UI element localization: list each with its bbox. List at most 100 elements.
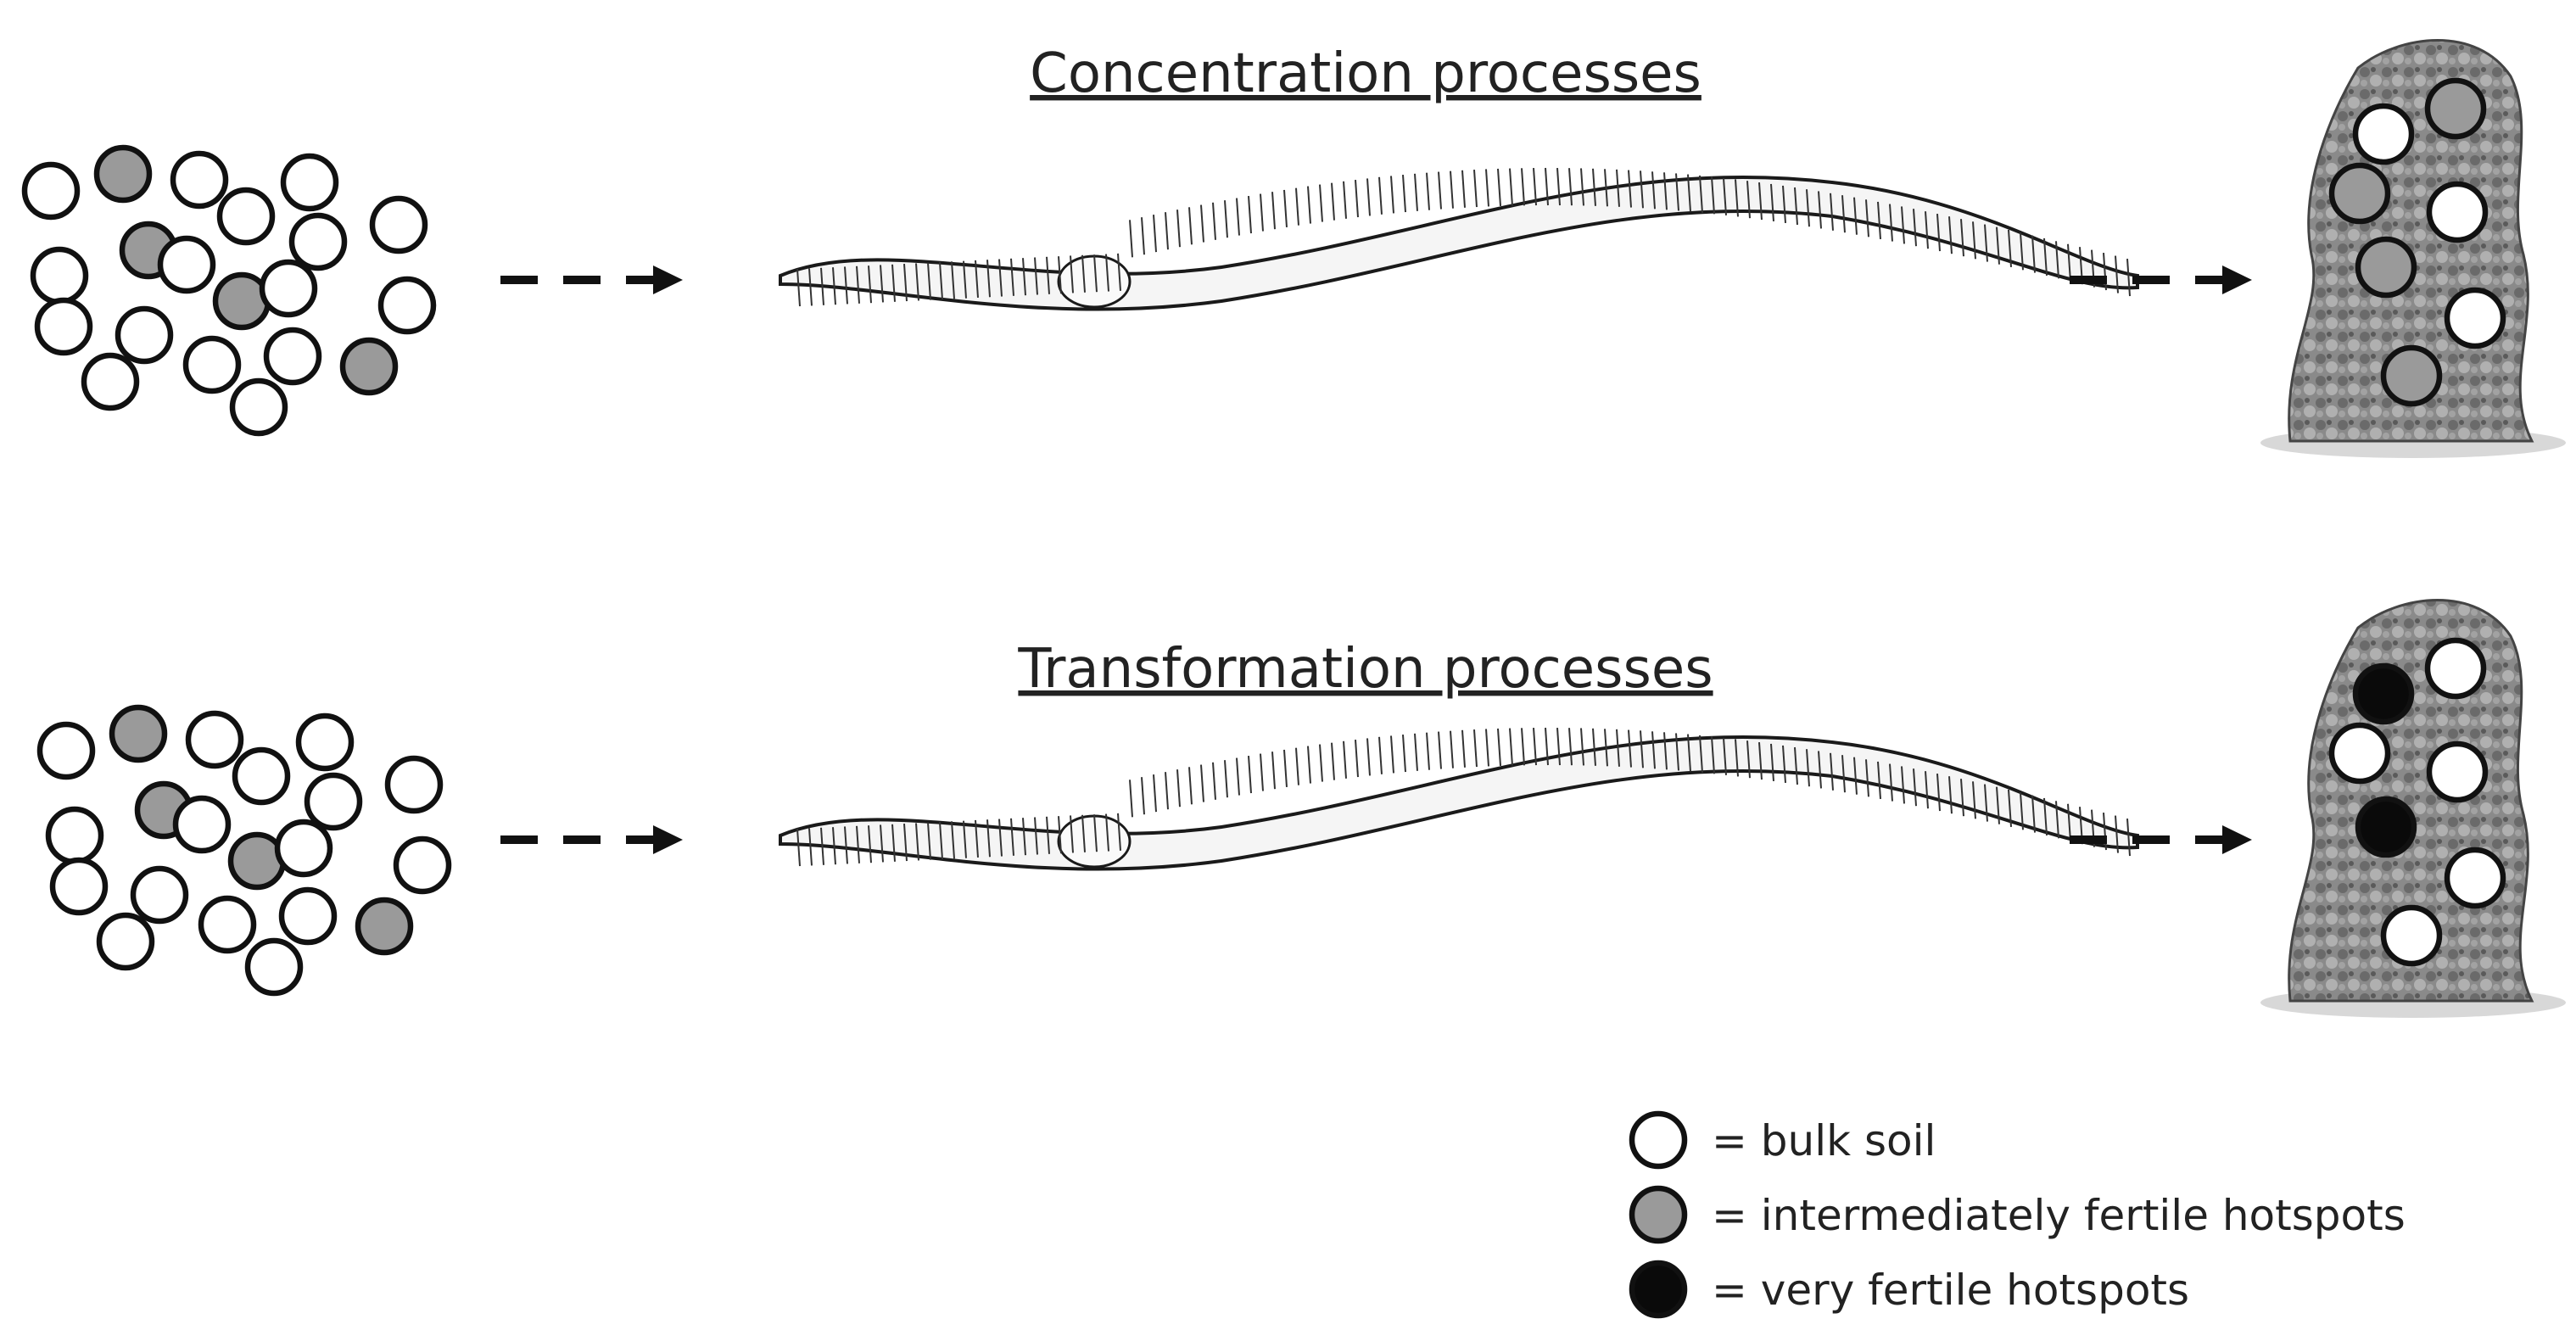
intermediate-particle (109, 704, 168, 763)
worm-segment (1651, 171, 1656, 210)
worm-segment (1034, 257, 1038, 295)
worm-segment (1699, 175, 1703, 213)
worm-segment (1426, 172, 1430, 210)
worm-segment (1580, 728, 1584, 766)
worm-segment (1200, 764, 1204, 802)
worm-segment (986, 260, 991, 298)
worm-segment (796, 269, 801, 307)
legend-label-very-fertile: = very fertile hotspots (1712, 1266, 2189, 1315)
worm-segment (1034, 817, 1038, 855)
worm-segment (808, 828, 813, 866)
worm-segment (1853, 757, 1858, 795)
worm-segment (1616, 729, 1620, 767)
worm-segment (2043, 797, 2048, 836)
bulk-particle (2328, 722, 2391, 785)
worm-segment (939, 261, 943, 300)
worm-segment (1877, 201, 1881, 239)
intermediate-particle (339, 337, 399, 396)
legend-label-bulk-soil: = bulk soil (1712, 1116, 1936, 1165)
worm-segment (1461, 729, 1466, 768)
worm-segment (1984, 224, 1988, 262)
worm-segment (2031, 795, 2036, 833)
worm-segment (2115, 255, 2119, 293)
worm-segment (1153, 215, 1157, 253)
worm-segment (1200, 204, 1204, 243)
worm-segment (1283, 749, 1288, 787)
bulk-particle (30, 246, 89, 305)
worm-segment (1782, 185, 1786, 223)
worm-segment (1260, 193, 1264, 232)
intermediate-particle (93, 144, 153, 204)
worm-segment (1402, 734, 1406, 773)
worm-segment (856, 825, 860, 863)
worm-segment (1212, 762, 1216, 800)
bulk-particle (2380, 904, 2443, 967)
worm-segment (796, 829, 801, 867)
worm-segment (1925, 771, 1929, 809)
worm-segment (1830, 752, 1834, 791)
worm-segment (1889, 763, 1893, 802)
worm-segment (1913, 768, 1917, 807)
worm-segment (880, 824, 884, 863)
worm-segment (1414, 173, 1418, 211)
worm-segment (1509, 728, 1513, 766)
worm-segment (1224, 760, 1228, 798)
worm-segment (868, 825, 872, 863)
bulk-particle (274, 819, 333, 878)
worm-segment (2115, 815, 2119, 853)
worm-segment (1438, 731, 1442, 769)
worm-segment (1616, 169, 1620, 207)
worm-segment (1260, 753, 1264, 791)
worm-segment (1331, 742, 1335, 780)
worm-segment (1188, 207, 1193, 245)
worm-segment (1355, 739, 1359, 778)
worm-segment (1117, 253, 1121, 291)
worm-segment (903, 264, 908, 302)
worm-segment (1521, 168, 1525, 206)
worm-segment (1758, 741, 1763, 780)
worm-segment (1663, 732, 1668, 770)
bulk-particle (369, 195, 428, 254)
bulk-particle (377, 276, 437, 335)
worm-segment (1794, 746, 1798, 785)
worm-segment (1046, 256, 1050, 294)
bulk-particle (2426, 740, 2489, 803)
worm-segment (1176, 210, 1181, 248)
worm-segment (1450, 170, 1454, 209)
worm-segment (1224, 200, 1228, 238)
worm-segment (1746, 740, 1751, 779)
worm-segment (1568, 168, 1573, 206)
worm-segment (891, 824, 896, 862)
worm-segment (1533, 168, 1537, 206)
intermediate-hotspot-swatch (1629, 1185, 1688, 1244)
worm-segment (1735, 179, 1739, 217)
worm-segment (1675, 733, 1679, 771)
bulk-particle (216, 187, 276, 246)
worm-segment (915, 823, 919, 861)
intermediate-particle (2328, 162, 2391, 225)
legend-item-very-fertile: = very fertile hotspots (1629, 1260, 2189, 1319)
worm-segment (1022, 818, 1026, 856)
worm-segment (1426, 732, 1430, 770)
worm-segment (1972, 781, 1976, 819)
worm-segment (1806, 189, 1810, 227)
earthworm-body (779, 735, 2139, 871)
worm-segment (1640, 170, 1644, 209)
worm-segment (986, 819, 991, 858)
bulk-particle (295, 712, 355, 772)
worm-segment (1176, 769, 1181, 808)
worm-segment (1378, 176, 1383, 215)
worm-segment (1853, 197, 1858, 235)
worm-segment (1141, 777, 1145, 815)
worm-segment (975, 819, 979, 858)
bulk-particle (81, 352, 140, 411)
worm-segment (1770, 183, 1774, 221)
worm-segment (1236, 198, 1240, 236)
worm-segment (1592, 168, 1596, 206)
worm-segment (1948, 776, 1953, 814)
bulk-particle (157, 235, 216, 294)
transformation-input-particles (36, 704, 452, 997)
worm-segment (1556, 167, 1561, 206)
worm-segment (820, 827, 824, 865)
